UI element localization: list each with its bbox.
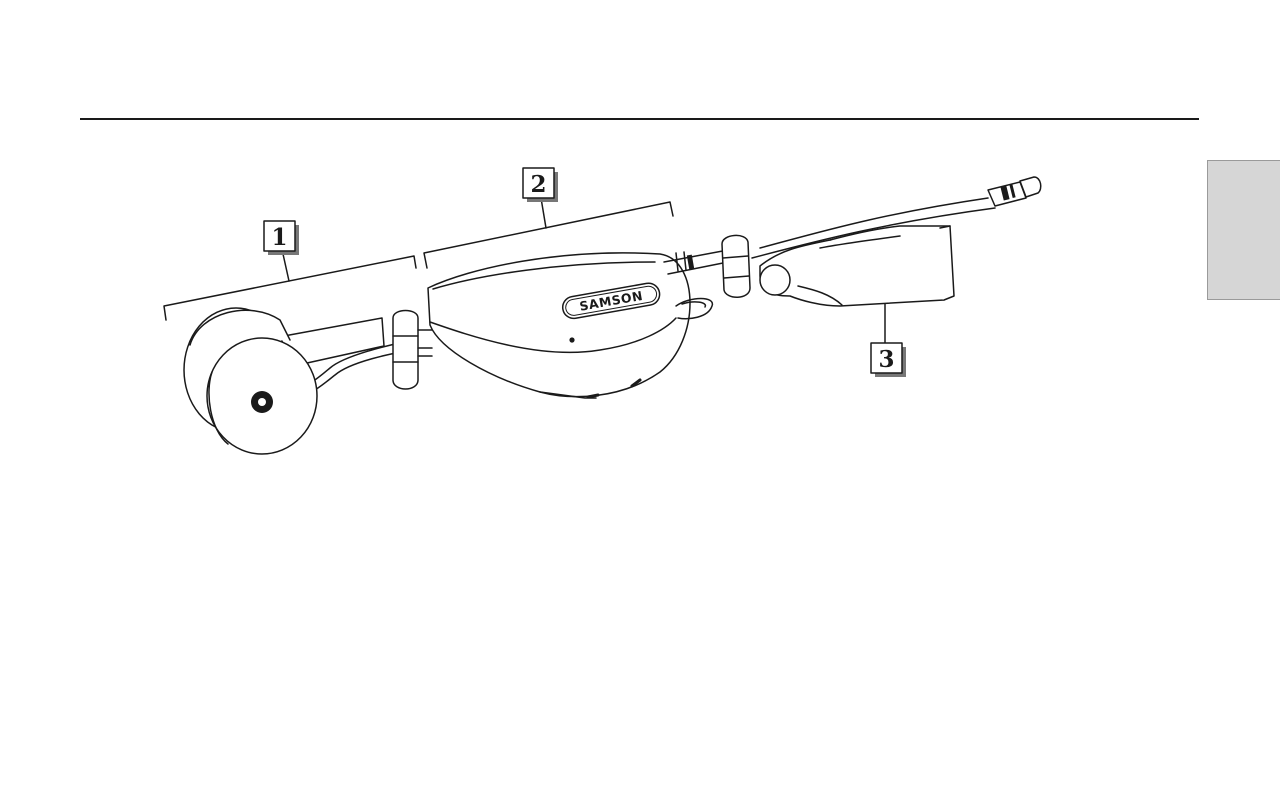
cable-clip-right	[722, 235, 750, 297]
callout-3: 3	[871, 343, 906, 377]
callout-2-label: 2	[530, 171, 546, 198]
microphone-capsule	[184, 308, 317, 454]
transmitter-body: SAMSON	[428, 253, 712, 398]
callout-1: 1	[264, 221, 299, 255]
bracket-1	[164, 256, 416, 320]
belt-clip-pack	[760, 226, 954, 306]
callout-1-label: 1	[271, 224, 287, 251]
callout-2: 2	[523, 168, 558, 202]
indicator-led-icon	[569, 337, 574, 342]
cable-clip-left	[393, 311, 432, 390]
callout-3-label: 3	[878, 346, 894, 373]
